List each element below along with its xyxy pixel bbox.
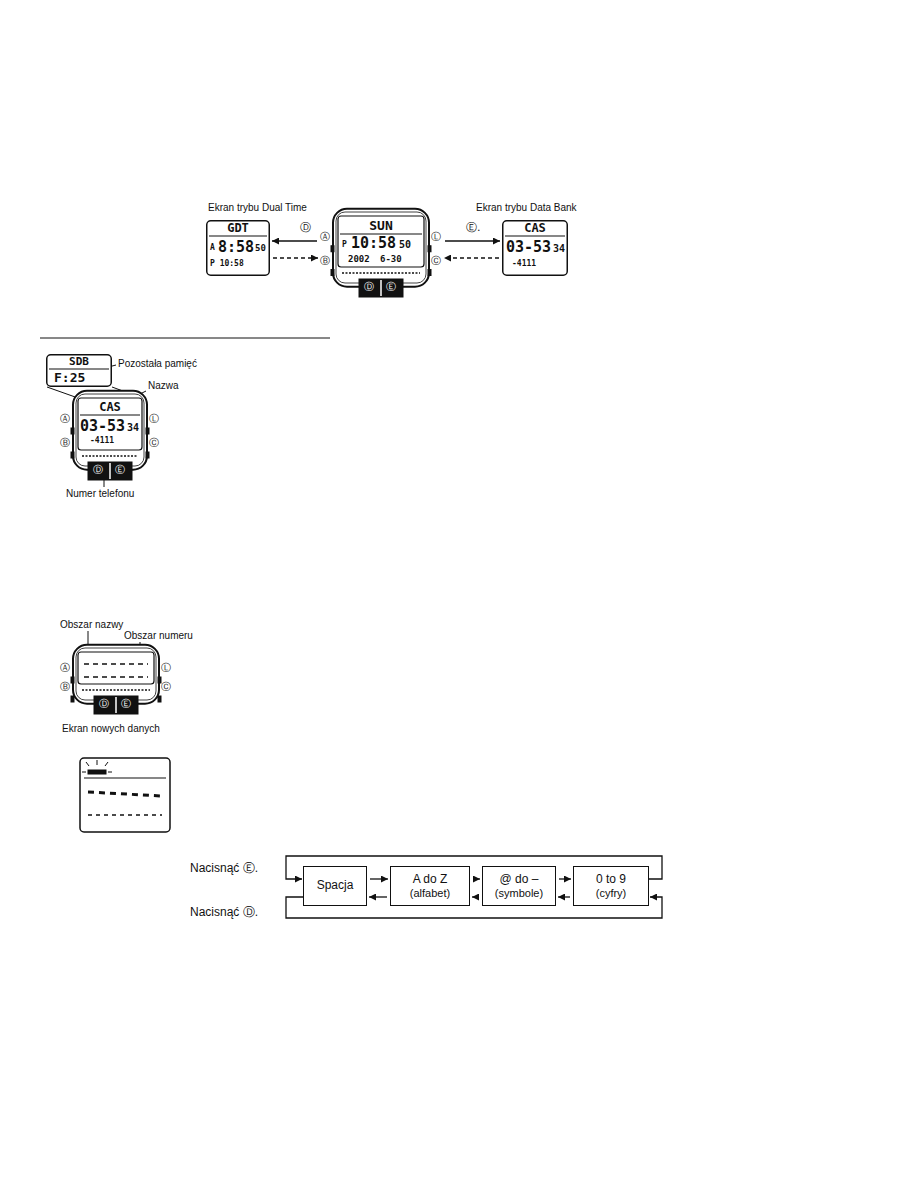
display-digits: 50	[255, 244, 266, 253]
connector-arrow	[273, 257, 318, 258]
display-digits: 8:58	[218, 240, 254, 255]
button-label: Ⓔ	[386, 282, 396, 292]
connector-arrow	[272, 240, 317, 241]
mode-box: Spacja	[303, 866, 367, 906]
mode-box: @ do –(symbole)	[482, 866, 556, 906]
callout-label: Numer telefonu	[66, 488, 134, 499]
button-callout: Ⓓ	[300, 222, 311, 234]
button-label: Ⓐ	[320, 232, 330, 242]
display-digits: GDT	[206, 222, 270, 234]
box-note: (alfabet)	[410, 887, 450, 900]
display-digits: F:25	[54, 371, 85, 384]
display-digits: -4111	[512, 260, 536, 268]
connector-arrow	[444, 257, 499, 258]
display-digits: P 10:58	[210, 260, 244, 268]
mode-box: A do Z(alfabet)	[390, 866, 470, 906]
memory-popup-screen: SDB F:25	[46, 354, 112, 387]
display-digits: P	[342, 241, 347, 249]
button-label: Ⓐ	[60, 663, 70, 673]
display-digits: CAS	[502, 222, 568, 234]
watch-face: CAS 03-5334 -4111 Ⓐ Ⓑ Ⓛ Ⓒ Ⓓ Ⓔ	[60, 390, 160, 486]
callout-label: Obszar numeru	[124, 630, 193, 641]
mode-box: 0 to 9(cyfry)	[573, 866, 649, 906]
watch-face: SUN P 10:5850 2002 6-30 Ⓐ Ⓑ Ⓛ Ⓒ Ⓓ Ⓔ	[320, 208, 442, 303]
button-label: Ⓛ	[431, 232, 441, 242]
display-digits: 34	[553, 244, 565, 254]
button-label: Ⓛ	[149, 414, 159, 424]
button-label: Ⓛ	[161, 663, 171, 673]
button-label: Ⓔ	[115, 465, 125, 475]
connector-arrow	[369, 896, 387, 897]
cursor-screen	[80, 758, 170, 832]
box-title: @ do –	[500, 873, 539, 887]
connector-arrow	[559, 878, 571, 879]
button-label: Ⓑ	[60, 438, 70, 448]
display-digits: 10:58	[351, 236, 396, 251]
button-label: Ⓐ	[60, 414, 70, 424]
screen-heading: Ekran trybu Dual Time	[208, 203, 307, 213]
button-label: Ⓑ	[60, 682, 70, 692]
display-digits: A	[210, 244, 215, 252]
watch-case	[60, 644, 172, 720]
callout-label: Pozostała pamięć	[118, 358, 197, 369]
watch-face: Ⓐ Ⓑ Ⓛ Ⓒ Ⓓ Ⓔ	[60, 644, 172, 720]
button-label: Ⓓ	[99, 699, 109, 709]
display-digits: 03-53	[506, 240, 551, 255]
screen-heading: Ekran trybu Data Bank	[476, 203, 577, 213]
connector-arrow	[558, 896, 570, 897]
data-bank-screen: Ekran trybu Data BankCAS03-5334-4111	[502, 220, 568, 276]
display-digits: 50	[399, 240, 411, 250]
button-label: Ⓔ	[121, 699, 131, 709]
button-label: Ⓑ	[320, 256, 330, 266]
callout-label: Nacisnąć Ⓔ.	[190, 862, 258, 875]
zoom-line	[47, 387, 78, 398]
box-title: 0 to 9	[596, 873, 626, 887]
button-label: Ⓒ	[161, 682, 171, 692]
box-title: Spacja	[317, 879, 354, 893]
box-note: (cyfry)	[596, 887, 627, 900]
button-label: Ⓒ	[431, 256, 441, 266]
connector-arrow	[472, 896, 479, 897]
display-digits: -4111	[90, 437, 114, 445]
display-digits: 03-53	[80, 419, 125, 434]
box-title: A do Z	[413, 873, 448, 887]
callout-label: Ekran nowych danych	[62, 723, 160, 734]
display-digits: SDB	[46, 356, 112, 367]
connector-arrow	[445, 240, 500, 241]
box-note: (symbole)	[495, 887, 543, 900]
button-label: Ⓓ	[364, 282, 374, 292]
display-digits: CAS	[60, 401, 160, 413]
button-callout: Ⓔ.	[466, 222, 481, 234]
dual-time-screen: Ekran trybu Dual TimeGDTA8:5850P 10:58	[206, 220, 270, 276]
button-label: Ⓓ	[93, 465, 103, 475]
rule-line	[40, 338, 330, 339]
display-digits: 34	[127, 423, 139, 433]
display-digits: 6-30	[380, 255, 402, 264]
display-digits: 2002	[348, 255, 370, 264]
display-digits: SUN	[320, 219, 442, 232]
callout-label: Obszar nazwy	[60, 619, 123, 630]
callout-label: Nazwa	[148, 380, 179, 391]
callout-label: Nacisnąć Ⓓ.	[190, 906, 258, 919]
connector-arrow	[370, 878, 388, 879]
connector-arrow	[473, 878, 480, 879]
button-label: Ⓒ	[149, 438, 159, 448]
